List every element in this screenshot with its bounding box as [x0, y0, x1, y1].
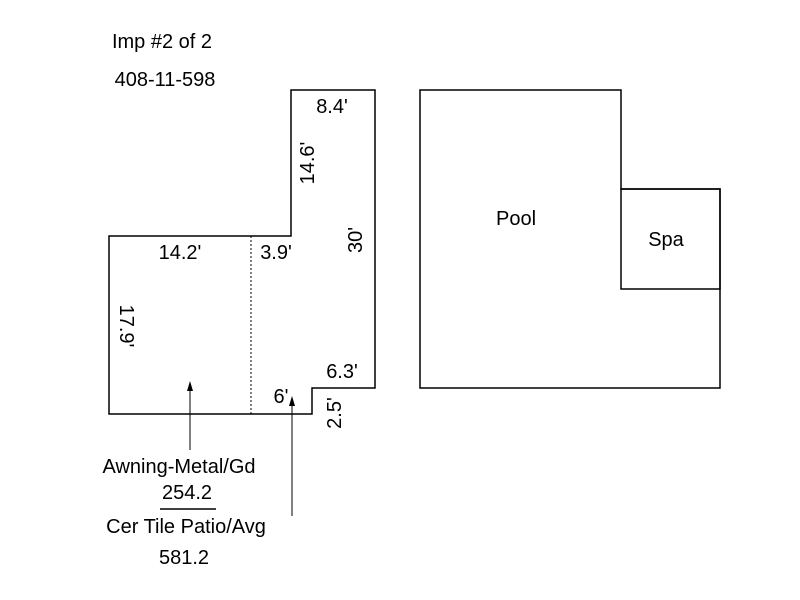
house-outline: [108, 89, 376, 415]
patio-label: Cer Tile Patio/Avg: [106, 516, 266, 538]
patio-pointer-arrow-icon: [289, 396, 295, 406]
spa-label: Spa: [648, 229, 684, 251]
pool-label: Pool: [496, 208, 536, 230]
dim-notch-width: 6': [274, 386, 289, 408]
dim-middle-width: 3.9': [260, 242, 292, 264]
dim-lower-right-width: 6.3': [326, 361, 358, 383]
dim-notch-height: 2.5': [324, 397, 346, 429]
dim-top-width: 8.4': [316, 96, 348, 118]
parcel-id: 408-11-598: [115, 69, 216, 91]
awning-area: 254.2: [162, 482, 212, 504]
dim-left-width: 14.2': [159, 242, 202, 264]
improvement-label: Imp #2 of 2: [112, 31, 212, 53]
patio-area: 581.2: [159, 547, 209, 569]
awning-label: Awning-Metal/Gd: [102, 456, 255, 478]
dim-upper-left-height: 14.6': [297, 142, 319, 185]
spa-outline: [620, 188, 721, 290]
dim-right-height: 30': [345, 227, 367, 253]
dim-left-height: 17.9': [115, 305, 137, 348]
awning-pointer-arrow-icon: [187, 381, 193, 391]
